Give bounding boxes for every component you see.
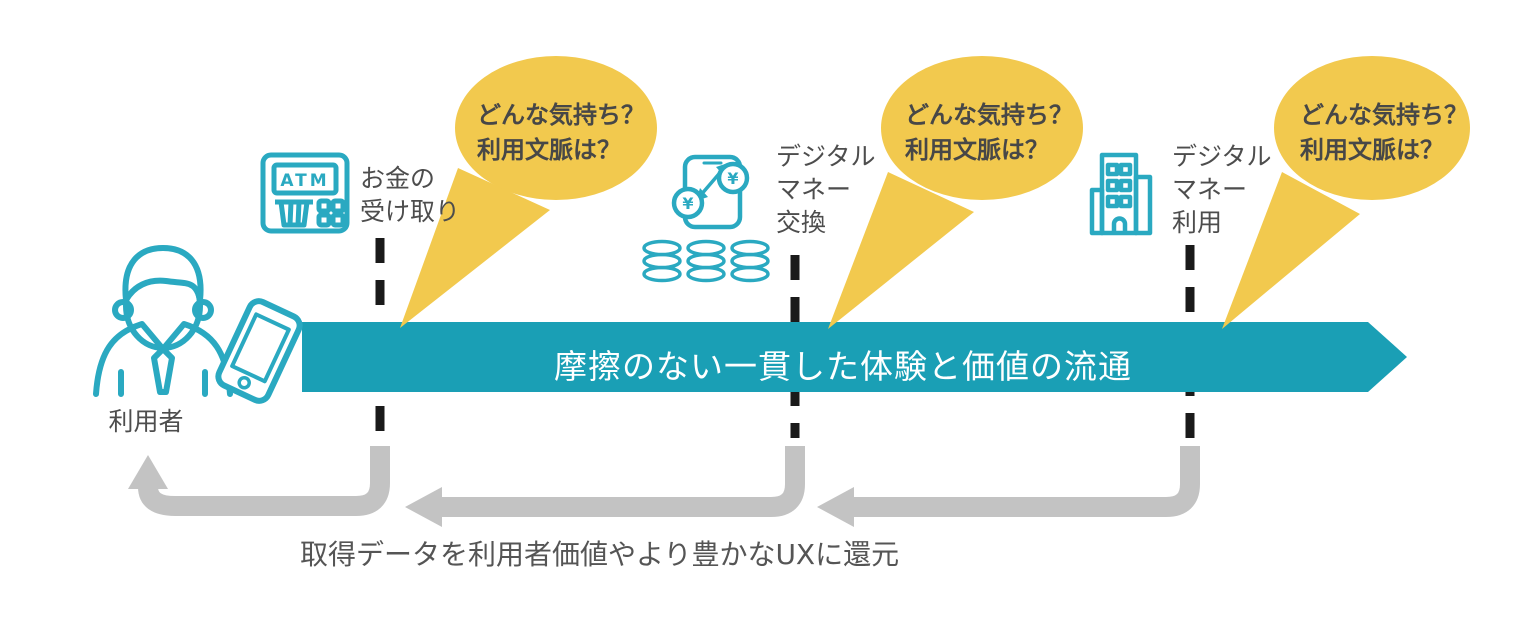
bubble-text-2-line2: 利用文脈は？ (905, 136, 1049, 164)
atm-icon-text: ATM (280, 171, 329, 191)
speech-bubble-body-3 (1274, 56, 1470, 200)
feedback-arrow-1 (138, 446, 390, 516)
step-label-exchange: デジタル マネー 交換 (776, 140, 876, 239)
speech-bubble-body-2 (881, 56, 1083, 200)
feedback-arrowhead-left-3 (817, 487, 854, 527)
step-label-exchange-line: デジタル (776, 142, 876, 171)
step-label-atm-line: お金の (360, 164, 436, 193)
bubble-text-2-line1: どんな気持ち？ (905, 101, 1073, 129)
coin-stack-2 (686, 239, 726, 283)
actor-label: 利用者 (108, 407, 184, 436)
yen-icon-bottom: ¥ (682, 194, 693, 213)
building-icon (1089, 152, 1153, 236)
bubble-text-1: どんな気持ち？ 利用文脈は？ (477, 98, 645, 168)
yen-icon-top: ¥ (727, 169, 738, 188)
smartphone-icon (215, 298, 303, 404)
bubble-text-3-line2: 利用文脈は？ (1300, 136, 1444, 164)
step-label-usage-line: デジタル (1172, 142, 1272, 171)
coin-stack-3 (730, 239, 770, 283)
speech-bubble-3 (1222, 56, 1470, 329)
step-label-usage: デジタル マネー 利用 (1172, 140, 1272, 239)
step-label-exchange-line: 交換 (776, 208, 827, 237)
user-icon (93, 245, 233, 397)
flow-band-arrow (302, 322, 1407, 392)
money-exchange-icon: ¥ ¥ (671, 154, 750, 230)
feedback-arrow-3 (852, 446, 1200, 517)
feedback-arrowhead-left-2 (405, 487, 442, 527)
bubble-text-1-line2: 利用文脈は？ (477, 136, 621, 164)
speech-bubble-tail-1 (400, 168, 550, 328)
speech-bubbles (400, 56, 1470, 329)
bubble-text-3: どんな気持ち？ 利用文脈は？ (1300, 98, 1468, 168)
feedback-arrowhead-up (128, 455, 168, 489)
coin-stacks-icon (642, 239, 770, 283)
step-label-atm-line: 受け取り (360, 197, 461, 226)
step-label-exchange-line: マネー (776, 175, 852, 204)
speech-bubble-tail-2 (828, 172, 974, 329)
bubble-text-1-line1: どんな気持ち？ (477, 101, 645, 129)
step-label-atm: お金の 受け取り (360, 162, 460, 228)
feedback-label: 取得データを利用者価値やより豊かなUXに還元 (300, 538, 900, 571)
speech-bubble-2 (828, 56, 1083, 329)
bubble-text-3-line1: どんな気持ち？ (1300, 101, 1468, 129)
feedback-arrow-2 (440, 446, 805, 517)
speech-bubble-tail-3 (1222, 172, 1360, 329)
flow-band-label: 摩擦のない一貫した体験と価値の流通 (554, 347, 1132, 386)
atm-icon: ATM (260, 152, 350, 234)
feedback-arrows (128, 446, 1200, 527)
speech-bubble-1 (400, 56, 657, 328)
step-label-usage-line: マネー (1172, 175, 1248, 204)
bubble-text-2: どんな気持ち？ 利用文脈は？ (905, 98, 1073, 168)
speech-bubble-body-1 (455, 56, 657, 200)
step-label-usage-line: 利用 (1172, 208, 1223, 237)
coin-stack-1 (642, 239, 682, 283)
